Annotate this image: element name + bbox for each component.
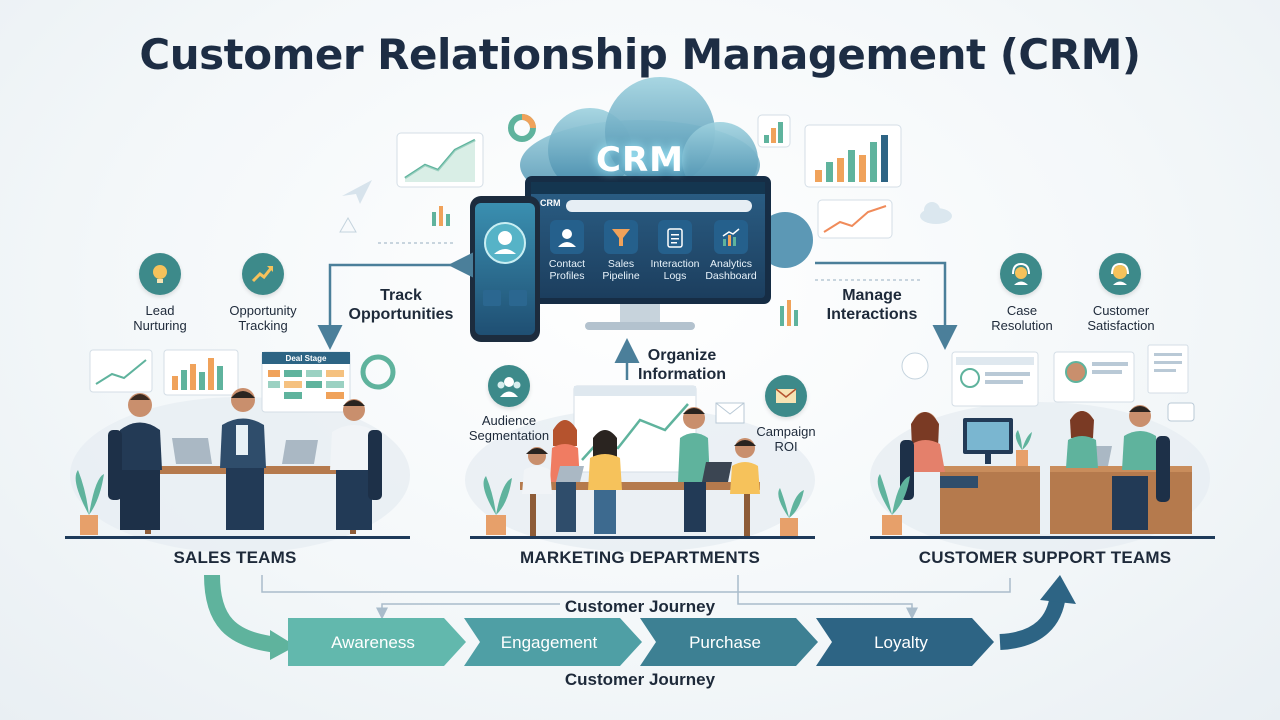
journey-stage-awareness bbox=[288, 618, 466, 666]
journey-stage-label: Loyalty bbox=[874, 633, 928, 652]
headset-icon bbox=[1000, 253, 1042, 295]
journey-stage-engagement bbox=[464, 618, 642, 666]
decor-line-chart-card bbox=[396, 132, 484, 188]
trend-up-icon bbox=[242, 253, 284, 295]
crm-monitor bbox=[525, 176, 771, 330]
marketing-departments-title: MARKETING DEPARTMENTS bbox=[520, 548, 760, 567]
manage-interactions-connector bbox=[815, 261, 958, 350]
page-title: Customer Relationship Management (CRM) bbox=[139, 30, 1141, 79]
journey-left-arrow bbox=[376, 603, 560, 620]
track-opportunities-connector bbox=[317, 252, 473, 350]
decor-trend-card bbox=[817, 199, 893, 239]
paper-plane-icon bbox=[342, 180, 372, 204]
decor-mini-bars bbox=[432, 206, 798, 326]
journey-stage-label: Purchase bbox=[689, 633, 761, 652]
satisfaction-icon bbox=[1099, 253, 1141, 295]
user-icon bbox=[550, 220, 584, 254]
crm-phone bbox=[470, 196, 540, 342]
journey-exit-arrowhead bbox=[1040, 575, 1076, 604]
support-scene bbox=[870, 344, 1215, 554]
crm-cloud-label: CRM bbox=[596, 140, 684, 180]
lightbulb-icon bbox=[139, 253, 181, 295]
sales-scene bbox=[65, 349, 410, 553]
campaign-roi-label: Campaign ROI bbox=[756, 424, 816, 454]
donut-chart-icon bbox=[508, 114, 536, 142]
journey-loop-line bbox=[261, 575, 1011, 593]
case-resolution-label: Case Resolution bbox=[991, 303, 1053, 333]
deal-stage-board-title: Deal Stage bbox=[285, 354, 327, 363]
decor-triangle bbox=[339, 216, 357, 233]
envelope-icon bbox=[765, 375, 807, 417]
module-sales-pipeline[interactable]: Sales Pipeline bbox=[594, 220, 648, 282]
customer-satisfaction-label: Customer Satisfaction bbox=[1087, 303, 1155, 333]
audience-segmentation-label: Audience Segmentation bbox=[468, 413, 550, 443]
module-analytics-dashboard[interactable]: Analytics Dashboard bbox=[702, 220, 760, 282]
customer-support-teams-title: CUSTOMER SUPPORT TEAMS bbox=[918, 548, 1172, 567]
organize-information-label: Organize Information bbox=[638, 347, 726, 383]
marketing-scene bbox=[465, 385, 815, 552]
crm-module-grid: Contact Profiles Sales Pipeline Interact… bbox=[540, 220, 760, 282]
journey-right-arrow bbox=[737, 575, 918, 620]
journey-stage-purchase bbox=[640, 618, 818, 666]
decor-cloud-icon bbox=[920, 202, 952, 224]
module-interaction-logs[interactable]: Interaction Logs bbox=[648, 220, 702, 282]
sales-teams-title: SALES TEAMS bbox=[173, 548, 297, 567]
module-contact-profiles[interactable]: Contact Profiles bbox=[540, 220, 594, 282]
clipboard-icon bbox=[658, 220, 692, 254]
track-opportunities-label: Track Opportunities bbox=[348, 287, 454, 323]
customer-journey-bottom-label: Customer Journey bbox=[564, 670, 716, 689]
journey-entry-arrow bbox=[204, 574, 279, 653]
journey-stage-label: Awareness bbox=[331, 633, 415, 652]
journey-entry-arrowhead bbox=[270, 630, 296, 660]
decor-growth-card bbox=[757, 114, 791, 148]
chart-icon bbox=[714, 220, 748, 254]
journey-stage-label: Engagement bbox=[501, 633, 598, 652]
funnel-icon bbox=[604, 220, 638, 254]
customer-journey-top-label: Customer Journey bbox=[564, 597, 716, 616]
audience-icon bbox=[488, 365, 530, 407]
lead-nurturing-label: Lead Nurturing bbox=[133, 303, 187, 333]
journey-stage-loyalty bbox=[816, 618, 994, 666]
journey-exit-arrow bbox=[999, 593, 1066, 650]
journey-stages: Awareness Engagement Purchase Loyalty bbox=[288, 618, 994, 666]
manage-interactions-label: Manage Interactions bbox=[826, 287, 918, 323]
opportunity-tracking-label: Opportunity Tracking bbox=[229, 303, 297, 333]
crm-monitor-logo: CRM bbox=[540, 198, 561, 208]
decor-bar-chart-card bbox=[804, 124, 902, 188]
